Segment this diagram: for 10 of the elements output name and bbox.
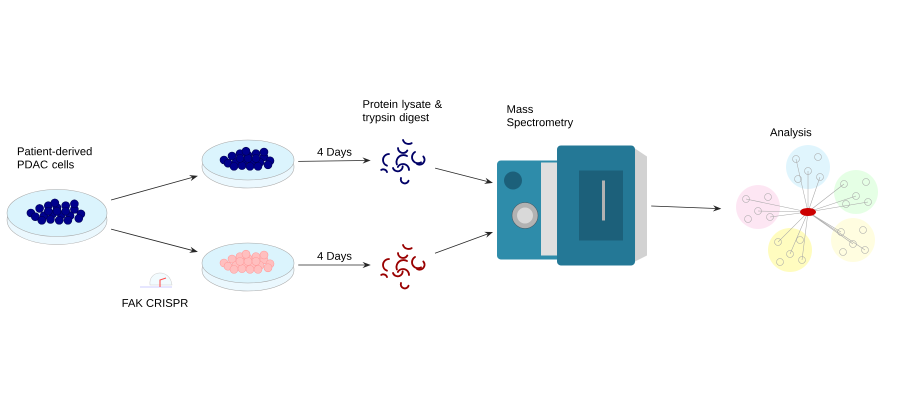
petri-dish-drawing bbox=[202, 242, 294, 292]
node-label: Patient-derived PDAC cells bbox=[18, 147, 92, 168]
edge-label: 4 Days bbox=[316, 146, 354, 160]
node-label: Mass Spectrometry bbox=[507, 105, 574, 128]
label: FAK CRISPR bbox=[122, 299, 188, 307]
edge-label: 4 Days bbox=[316, 250, 354, 264]
node-label: Protein lysate & trypsin digest bbox=[362, 100, 442, 124]
peptide-drawing bbox=[380, 244, 426, 290]
node-label: Analysis bbox=[770, 128, 812, 138]
petri-dish-drawing bbox=[202, 140, 294, 188]
